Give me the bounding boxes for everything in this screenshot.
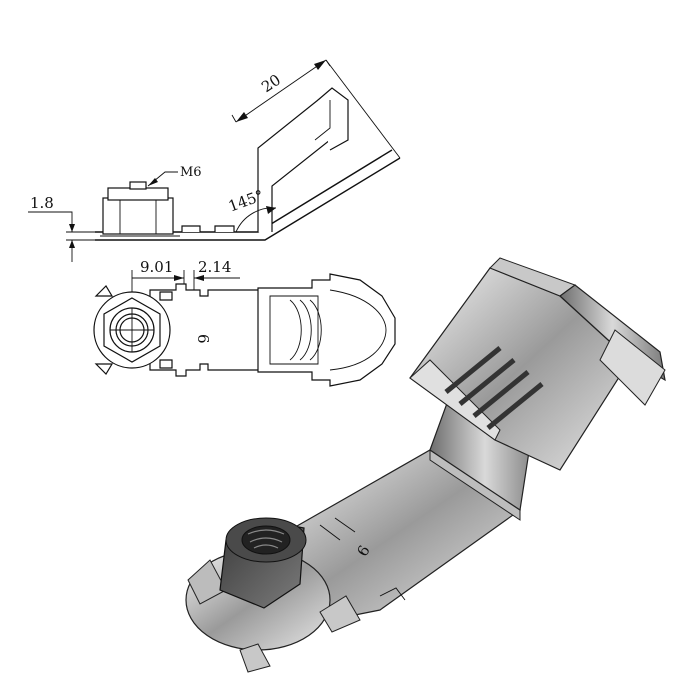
part-marking-label: 6 xyxy=(194,334,212,344)
bend-length-label: 20 xyxy=(258,71,284,97)
thread-callout-label: M6 xyxy=(180,165,202,180)
side-view: M6 20 145° 1.8 xyxy=(28,59,401,262)
plate-thickness-label: 1.8 xyxy=(30,194,54,212)
slot-width-label: 2.14 xyxy=(198,258,231,276)
isometric-view: 6 xyxy=(185,257,666,673)
hole-offset-label: 9.01 xyxy=(140,258,173,276)
top-view: 9.01 2.14 6 xyxy=(93,258,396,387)
